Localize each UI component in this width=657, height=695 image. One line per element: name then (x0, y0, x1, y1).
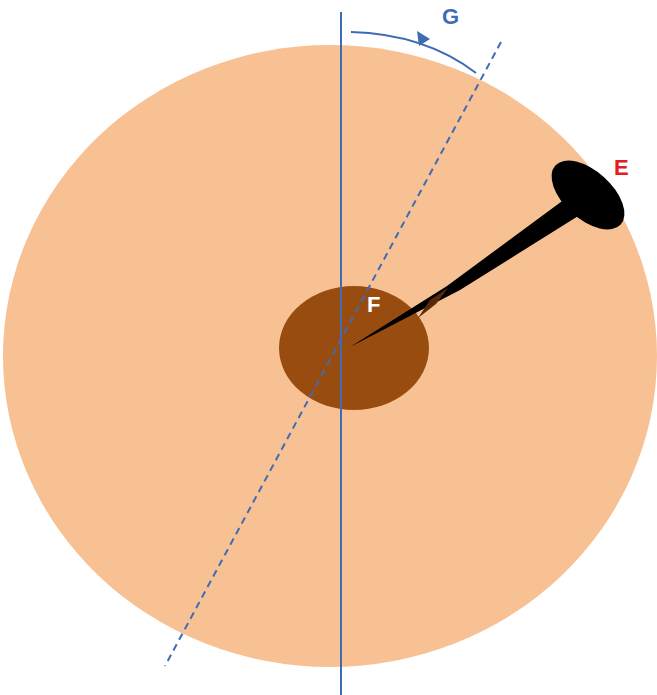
rotation-arc (351, 32, 476, 73)
region-label: F (367, 294, 380, 316)
vertical-axis (340, 12, 342, 695)
needle-barb (418, 288, 448, 318)
lens-fill (279, 286, 429, 410)
callout-letter: E (614, 157, 629, 179)
callout-letter: G (442, 6, 459, 28)
needle (350, 196, 583, 347)
needle-head (539, 148, 637, 243)
rotation-arrowhead (417, 31, 430, 46)
lens-shape (279, 286, 429, 410)
tilted-axis (165, 42, 501, 666)
outer-disc (3, 45, 657, 667)
lens-region: F (279, 286, 429, 410)
